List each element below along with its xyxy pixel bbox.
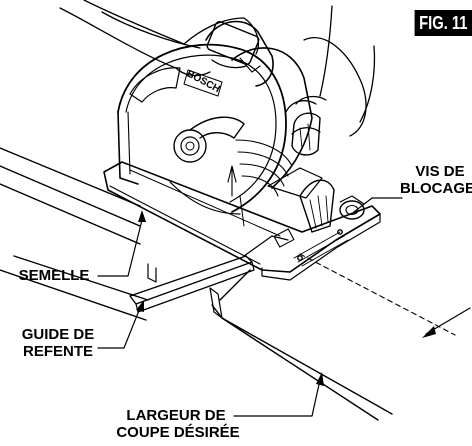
blade-guard bbox=[117, 43, 287, 213]
rear-handle bbox=[205, 20, 274, 87]
label-vis-de-blocage-line1: VIS DE bbox=[415, 163, 465, 180]
motor-housing bbox=[231, 47, 365, 233]
workpiece-board bbox=[0, 147, 393, 421]
front-knob bbox=[291, 112, 321, 156]
rip-fence bbox=[129, 228, 295, 319]
label-largeur-de-coupe-line1: LARGEUR DE bbox=[126, 407, 226, 424]
operator-hands bbox=[59, 0, 376, 137]
label-guide-de-refente-line2: REFENTE bbox=[22, 343, 93, 360]
saw-shoe bbox=[103, 161, 381, 281]
lock-knob-icon bbox=[339, 195, 365, 220]
leader-lines bbox=[97, 197, 471, 417]
label-guide-de-refente-line1: GUIDE DE bbox=[21, 326, 95, 343]
leader-arrowheads bbox=[136, 210, 436, 386]
cut-line bbox=[299, 253, 456, 336]
figure-label: FIG. 11 bbox=[414, 10, 472, 36]
blade-arbor bbox=[169, 116, 245, 227]
label-semelle: SEMELLE bbox=[18, 267, 90, 284]
label-largeur-de-coupe-line2: COUPE DÉSIRÉE bbox=[116, 424, 240, 441]
label-vis-de-blocage-line2: BLOCAGE bbox=[400, 180, 472, 197]
